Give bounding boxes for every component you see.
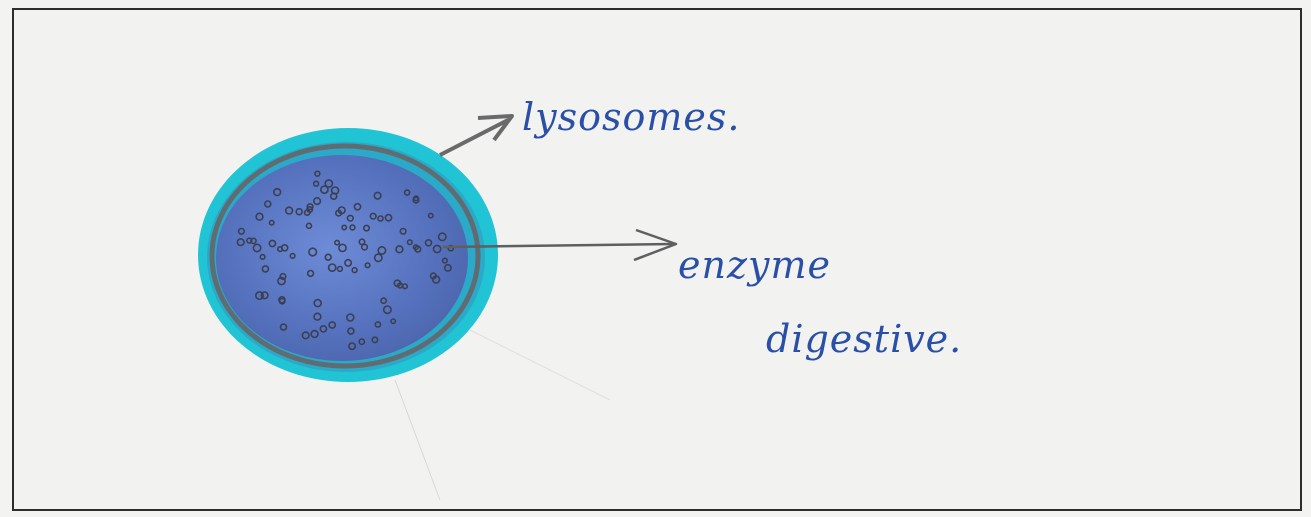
lysosome-label: lysosomes. (522, 95, 740, 139)
lysosome-interior (216, 155, 468, 361)
enzyme-label-line2: digestive. (766, 317, 962, 361)
enzyme-label-line1: enzyme (678, 243, 831, 287)
lysosome-body (198, 128, 498, 382)
arrow-to-lysosome-label (440, 116, 512, 155)
faint-pencil-line (470, 330, 610, 400)
faint-pencil-line (395, 380, 440, 500)
